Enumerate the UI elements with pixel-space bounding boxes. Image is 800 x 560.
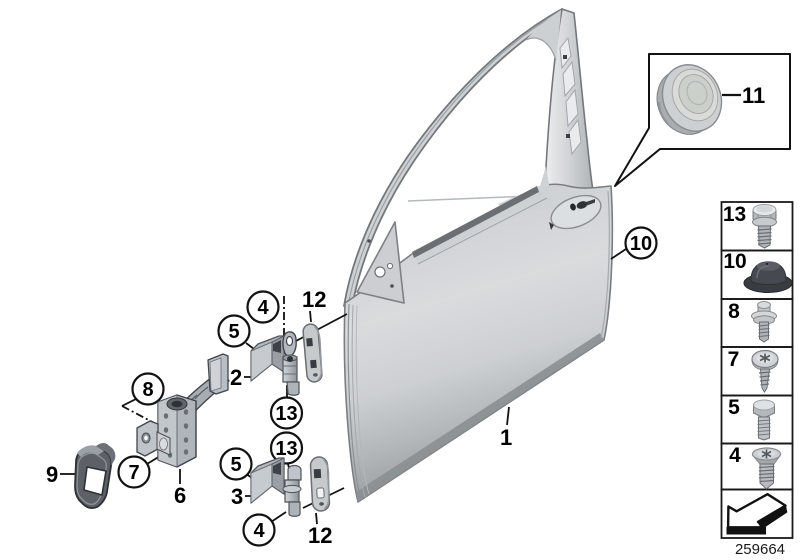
svg-text:3: 3 [231,484,243,509]
svg-text:12: 12 [302,287,326,312]
svg-text:4: 4 [253,520,265,542]
svg-text:10: 10 [723,250,746,273]
svg-text:6: 6 [174,483,186,508]
svg-text:2: 2 [230,365,242,390]
svg-text:9: 9 [46,462,58,487]
svg-text:11: 11 [742,83,765,108]
svg-text:8: 8 [728,300,740,323]
svg-text:13: 13 [275,403,297,425]
svg-text:7: 7 [728,348,740,371]
svg-text:1: 1 [500,425,512,450]
svg-text:8: 8 [142,379,153,401]
svg-text:12: 12 [308,523,332,548]
svg-text:259664: 259664 [735,541,785,558]
svg-text:4: 4 [729,444,741,467]
svg-text:13: 13 [275,438,297,460]
svg-text:7: 7 [128,462,139,484]
svg-text:5: 5 [228,321,239,343]
svg-text:4: 4 [257,297,269,319]
svg-text:10: 10 [630,233,652,255]
svg-text:5: 5 [728,396,740,419]
svg-text:13: 13 [723,203,746,226]
svg-text:5: 5 [230,454,241,476]
